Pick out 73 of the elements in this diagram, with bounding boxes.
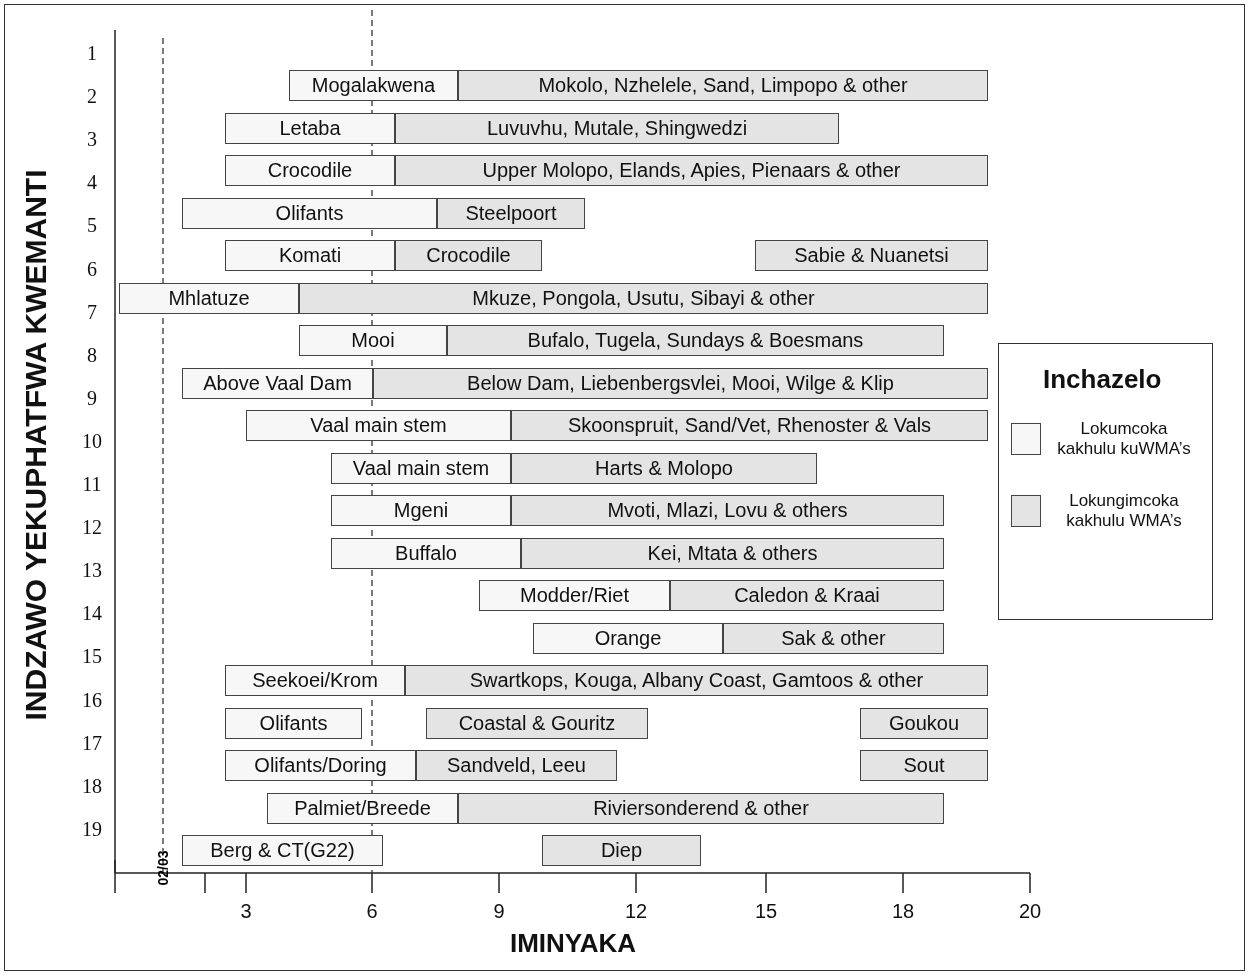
axis-title: IMINYAKA xyxy=(509,928,637,959)
row-number: 9 xyxy=(86,386,98,410)
timeline-bar: Luvuvhu, Mutale, Shingwedzi xyxy=(395,112,839,144)
legend-text: Lokungimcoka kakhulu WMA’s xyxy=(1065,491,1183,531)
row-number: 1 xyxy=(86,42,98,65)
timeline-bar: Modder/Riet xyxy=(479,580,670,611)
row-number: 12 xyxy=(81,516,103,540)
row-number: 10 xyxy=(81,429,103,453)
row-number: 15 xyxy=(81,645,103,669)
row-number: 14 xyxy=(81,602,103,626)
tick-label: 12 xyxy=(624,900,648,923)
timeline-bar: Mgeni xyxy=(331,495,511,526)
tick-label: 9 xyxy=(493,900,505,923)
timeline-bar: Caledon & Kraai xyxy=(670,580,944,611)
timeline-bar: Olifants/Doring xyxy=(225,750,416,781)
row-number: 13 xyxy=(81,559,103,583)
timeline-bar: Sout xyxy=(860,750,988,781)
timeline-bar: Vaal main stem xyxy=(331,452,511,484)
timeline-bar: Sandveld, Leeu xyxy=(416,750,617,781)
timeline-bar: Above Vaal Dam xyxy=(182,367,373,399)
tick-label: 18 xyxy=(891,900,915,923)
row-number: 3 xyxy=(86,128,98,152)
timeline-bar: Bufalo, Tugela, Sundays & Boesmans xyxy=(447,325,944,356)
timeline-bar: Steelpoort xyxy=(437,197,585,229)
timeline-bar: Orange xyxy=(533,622,723,654)
row-number: 4 xyxy=(86,171,98,195)
timeline-bar: Olifants xyxy=(182,197,437,229)
timeline-bar: Riviersonderend & other xyxy=(458,792,944,824)
timeline-bar: Mogalakwena xyxy=(289,70,458,101)
row-number: 11 xyxy=(81,473,103,496)
timeline-bar: Mkuze, Pongola, Usutu, Sibayi & other xyxy=(299,282,988,314)
timeline-bar: Komati xyxy=(225,240,395,271)
timeline-bar: Coastal & Gouritz xyxy=(426,707,648,739)
timeline-bar: Palmiet/Breede xyxy=(267,792,458,824)
timeline-bar: Vaal main stem xyxy=(246,410,511,441)
timeline-bar: Mooi xyxy=(299,325,447,356)
row-number: 17 xyxy=(81,731,103,755)
tick-label: 6 xyxy=(366,900,378,923)
timeline-bar: Sak & other xyxy=(723,622,944,654)
axis-note: 02/03 xyxy=(155,850,171,886)
row-number: 5 xyxy=(86,214,98,238)
row-number: 6 xyxy=(86,257,98,281)
axis-title: INDZAWO YEKUPHATFWA KWEMANTI xyxy=(19,169,53,721)
legend-text: Lokumcoka kakhulu kuWMA’s xyxy=(1056,419,1192,459)
timeline-bar: Mokolo, Nzhelele, Sand, Limpopo & other xyxy=(458,70,988,101)
tick-label: 20 xyxy=(1018,900,1042,923)
timeline-bar: Crocodile xyxy=(225,155,395,186)
timeline-bar: Upper Molopo, Elands, Apies, Pienaars & other xyxy=(395,155,988,186)
timeline-bar: Berg & CT(G22) xyxy=(182,835,383,866)
row-number: 18 xyxy=(81,774,103,798)
timeline-bar: Seekoei/Krom xyxy=(225,665,405,696)
row-number: 7 xyxy=(86,300,98,324)
timeline-bar: Buffalo xyxy=(331,537,521,569)
row-number: 19 xyxy=(81,817,103,841)
timeline-bar: Swartkops, Kouga, Albany Coast, Gamtoos & other xyxy=(405,665,988,696)
tick-label: 15 xyxy=(754,900,778,923)
tick-label: 3 xyxy=(240,900,252,923)
timeline-bar: Mvoti, Mlazi, Lovu & others xyxy=(511,495,944,526)
timeline-bar: Letaba xyxy=(225,112,395,144)
timeline-bar: Diep xyxy=(542,835,701,866)
timeline-bar: Below Dam, Liebenbergsvlei, Mooi, Wilge & Klip xyxy=(373,367,988,399)
timeline-bar: Crocodile xyxy=(395,240,542,271)
timeline-bar: Sabie & Nuanetsi xyxy=(755,240,988,271)
row-number: 8 xyxy=(86,343,98,367)
row-number: 2 xyxy=(86,85,98,109)
timeline-bar: Skoonspruit, Sand/Vet, Rhenoster & Vals xyxy=(511,410,988,441)
row-number: 16 xyxy=(81,688,103,712)
timeline-bar: Kei, Mtata & others xyxy=(521,537,944,569)
timeline-bar: Olifants xyxy=(225,707,362,739)
legend-title: Inchazelo xyxy=(1043,364,1162,395)
timeline-bar: Harts & Molopo xyxy=(511,452,817,484)
timeline-bar: Mhlatuze xyxy=(119,282,299,314)
timeline-bar: Goukou xyxy=(860,707,988,739)
